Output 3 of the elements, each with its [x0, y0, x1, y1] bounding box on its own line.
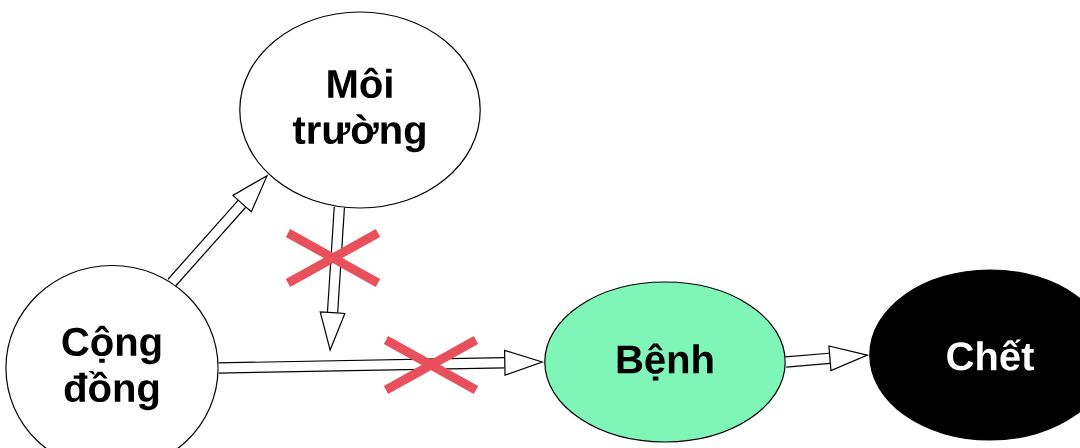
- circle-node: Chết: [869, 269, 1080, 441]
- circle-node: Bệnh: [544, 281, 786, 443]
- circle-node: Môi trường: [239, 11, 481, 209]
